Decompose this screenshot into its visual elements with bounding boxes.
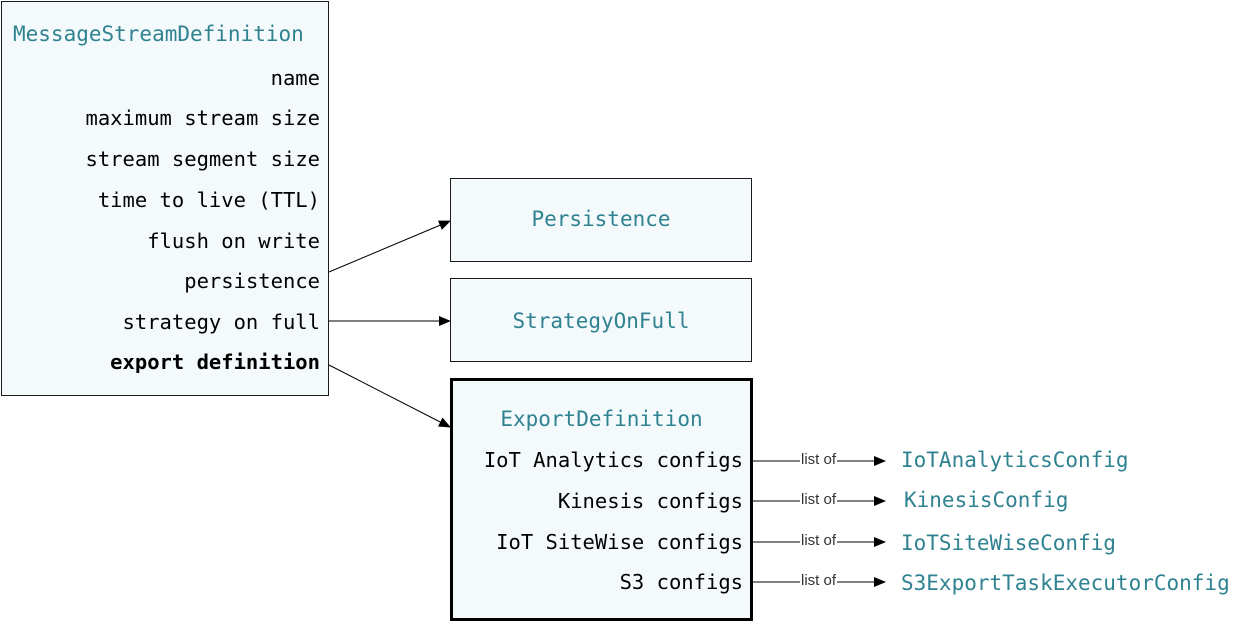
strategy-on-full-title: StrategyOnFull	[512, 309, 690, 333]
field-export-definition: export definition	[110, 350, 320, 374]
field-strategy-on-full: strategy on full	[122, 310, 320, 334]
list-of-label: list of	[800, 491, 838, 508]
list-of-label: list of	[800, 532, 838, 549]
list-of-label: list of	[800, 451, 838, 468]
target-iot-sitewise-config: IoTSiteWiseConfig	[901, 531, 1116, 555]
field-flush-on-write: flush on write	[147, 229, 320, 253]
field-stream-segment-size: stream segment size	[85, 147, 321, 171]
field-iot-analytics-configs: IoT Analytics configs	[483, 448, 743, 472]
message-stream-definition-title: MessageStreamDefinition	[13, 22, 304, 46]
message-stream-definition-box: MessageStreamDefinition name maximum str…	[1, 1, 329, 396]
export-definition-box: ExportDefinition IoT Analytics configs K…	[450, 378, 753, 621]
field-name: name	[270, 66, 320, 90]
field-maximum-stream-size: maximum stream size	[85, 106, 321, 130]
field-time-to-live: time to live (TTL)	[97, 188, 320, 212]
field-s3-configs: S3 configs	[619, 570, 743, 594]
field-persistence: persistence	[184, 269, 320, 293]
field-kinesis-configs: Kinesis configs	[557, 489, 743, 513]
list-of-label: list of	[800, 572, 838, 589]
arrow-persistence	[328, 220, 451, 273]
strategy-on-full-box: StrategyOnFull	[450, 278, 752, 362]
export-definition-title: ExportDefinition	[500, 407, 703, 431]
field-iot-sitewise-configs: IoT SiteWise configs	[496, 530, 743, 554]
target-s3-export-task-executor-config: S3ExportTaskExecutorConfig	[901, 571, 1230, 595]
target-kinesis-config: KinesisConfig	[904, 488, 1069, 512]
target-iot-analytics-config: IoTAnalyticsConfig	[901, 448, 1129, 472]
persistence-title: Persistence	[531, 207, 671, 231]
persistence-box: Persistence	[450, 178, 752, 262]
arrow-export-definition	[328, 364, 451, 428]
